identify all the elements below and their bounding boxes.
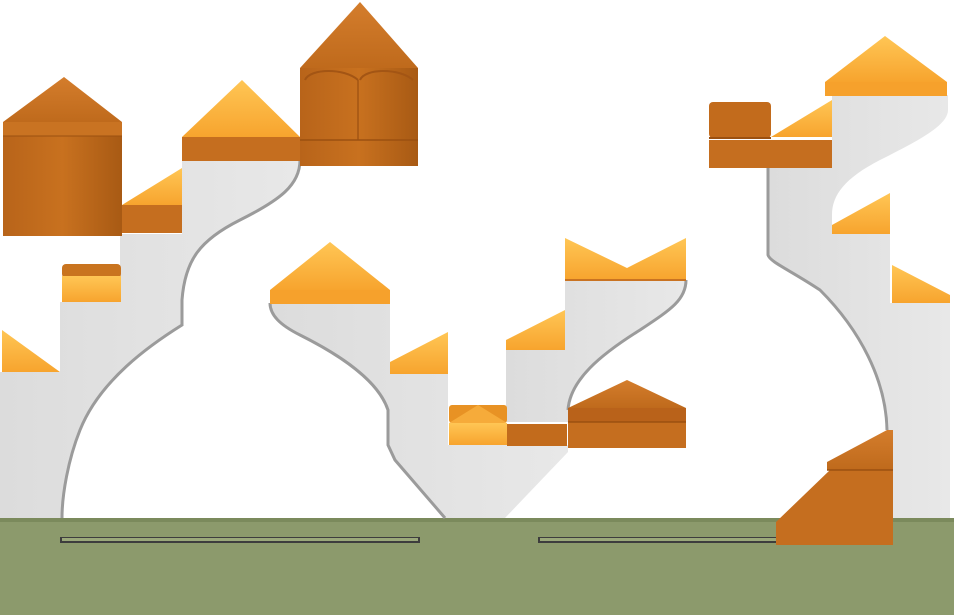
right-stone-tower [766, 95, 950, 518]
block-light-wedge-middle[interactable] [390, 332, 448, 374]
block-light-cube-left[interactable] [62, 264, 121, 302]
block-light-wedge-left-upper[interactable] [122, 168, 182, 233]
middle-stone-tower [268, 302, 568, 519]
block-dark-stack-right[interactable] [709, 102, 832, 168]
block-light-wedge-right-mid[interactable] [832, 193, 890, 234]
block-light-wedge-left-lower[interactable] [2, 330, 60, 372]
block-light-double-wedge[interactable] [565, 238, 686, 281]
block-dark-ramp-right[interactable] [776, 430, 893, 545]
middle-tower-stone [270, 303, 568, 518]
block-dark-house-left[interactable] [3, 77, 122, 236]
ground-edge [0, 518, 954, 522]
block-dark-house-top[interactable] [300, 2, 418, 166]
right-tower-stone [768, 95, 950, 518]
block-dark-slab-middle[interactable] [507, 424, 567, 446]
block-light-roof-right-top[interactable] [825, 36, 947, 96]
left-tower-stone [0, 160, 300, 518]
block-light-wedge-pillar[interactable] [506, 310, 565, 350]
block-light-wedge-right-low[interactable] [892, 265, 950, 303]
block-light-roof-middle[interactable] [270, 242, 390, 304]
block-light-wedge-right-upper[interactable] [771, 100, 832, 137]
center-pillar-stone [506, 280, 686, 422]
block-dark-roof-middle[interactable] [568, 380, 686, 448]
block-light-roof-shelf[interactable] [182, 80, 300, 161]
block-light-cube-middle[interactable] [449, 405, 507, 445]
center-stone-pillar [506, 279, 688, 422]
left-stone-tower [0, 159, 302, 519]
